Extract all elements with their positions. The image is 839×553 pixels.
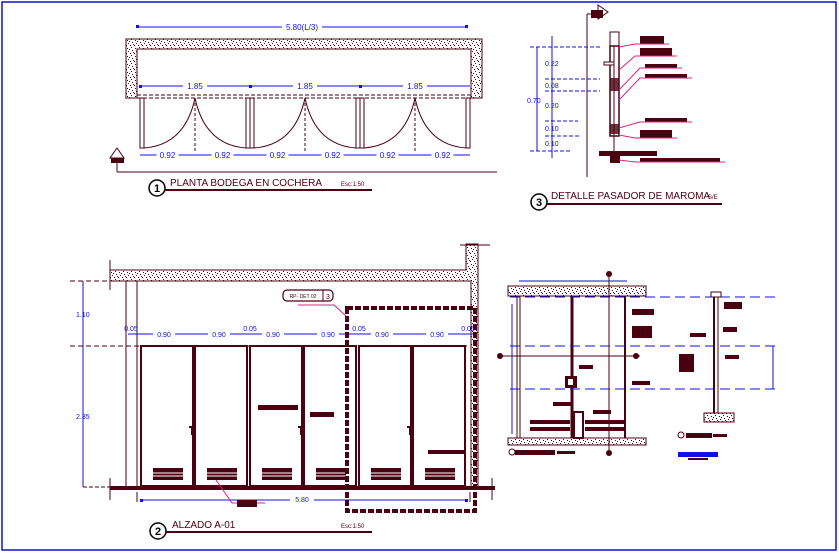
door-swing-arc: [194, 97, 247, 149]
handle-icon: [189, 426, 195, 435]
door-panel: [412, 345, 466, 487]
drawing-title: PLANTA BODEGA EN COCHERA: [170, 178, 322, 189]
height-dim-upper: 1.10: [76, 312, 90, 319]
door-jamb: [359, 97, 365, 149]
vent-grille: [371, 468, 401, 480]
leaf-dim-label: 0.92: [380, 151, 396, 160]
door-panel: [358, 345, 412, 487]
total-dim-label: 0.70: [527, 98, 541, 105]
callout-num: 3: [326, 294, 330, 301]
leaf-dim-label: 0.92: [270, 151, 286, 160]
module-dim-label: 0.90: [375, 332, 389, 339]
segment-dim-label: 0.10: [545, 126, 559, 133]
leader-line: [618, 67, 682, 91]
drawing-3-detail: 0.70 0.22 0.08 0.20 0.10 0.10 3 DETALLE PASA…: [527, 4, 725, 211]
annotation-tag: [428, 450, 466, 454]
annotation-tag: [310, 412, 334, 417]
door-jamb: [355, 97, 361, 149]
segment-dim-label: 0.08: [545, 83, 559, 90]
vent-grille: [425, 468, 455, 480]
drawing-scale: S/E: [708, 195, 718, 201]
drawing-side-section: [677, 291, 742, 460]
door-swing-arc: [304, 97, 357, 149]
vent-grille: [153, 468, 183, 480]
segment-dim-label: 0.20: [545, 103, 559, 110]
annotation-tag: [645, 118, 687, 122]
leaf-dim-label: 0.92: [325, 151, 341, 160]
module-dim-label: 0.90: [430, 332, 444, 339]
bay-dim-label: 1.85: [297, 82, 313, 91]
annotation-tag: [640, 158, 720, 162]
vent-grille: [316, 468, 346, 480]
drawing-title: ALZADO A-01: [172, 520, 236, 531]
overall-dim-label: 5.80: [295, 497, 309, 504]
leader-line: [618, 159, 725, 163]
door-jamb: [249, 97, 255, 149]
leader-line: [618, 77, 692, 101]
drawing-2-elevation: 1.10 2.35 0.05 0.90 0.90 0.05 0.90 0.90 0.05 0.…: [70, 243, 495, 540]
segment-dim-label: 0.10: [545, 141, 559, 148]
door-panel: [140, 345, 194, 487]
bay-dim-label: 1.85: [187, 82, 203, 91]
door-jamb: [245, 97, 251, 149]
door-swing-arc: [253, 97, 306, 149]
section-marker-icon: [109, 147, 497, 173]
module-dim-label: 0.90: [321, 332, 335, 339]
annotation-tag: [640, 48, 672, 56]
leader-line: [618, 134, 677, 139]
segment-dim-label: 0.22: [545, 61, 559, 68]
drawing-number: 3: [536, 197, 542, 209]
leaf-dim-label: 0.92: [215, 151, 231, 160]
module-dim-label: 0.05: [243, 326, 257, 333]
module-dim-label: 0.90: [266, 332, 280, 339]
module-dim-label: 0.05: [461, 326, 475, 333]
annotation-tag: [645, 74, 687, 78]
leaf-dim-label: 0.92: [160, 151, 176, 160]
bay-dim-label: 1.85: [407, 82, 423, 91]
module-dim-label: 0.05: [124, 326, 138, 333]
floor-line: [110, 486, 495, 490]
door-panel: [249, 345, 303, 487]
drawing-1-plan: 5.80(L/3) 1.85 1.85 1.85 0.92 0.92 0.92 0.92 0…: [109, 21, 497, 197]
vent-grille: [262, 468, 292, 480]
height-dim-lower: 2.35: [76, 414, 90, 421]
drawing-number: 2: [155, 526, 161, 538]
leader-line: [618, 55, 677, 71]
drawing-side-elevation: [497, 271, 775, 456]
leaf-dim-label: 0.92: [435, 151, 451, 160]
module-dim-label: 0.90: [157, 332, 171, 339]
vent-grille: [207, 468, 237, 480]
annotation-tag: [258, 405, 298, 410]
leader-line: [618, 43, 669, 48]
annotation-tag: [640, 130, 672, 138]
door-jamb: [465, 97, 471, 149]
detail-boundary: [345, 306, 477, 513]
overall-dim-label: 5.80(L/3): [286, 23, 318, 32]
door-swing-arc: [363, 97, 416, 149]
drawing-number-circle: [148, 179, 166, 197]
concrete-slab: [109, 243, 479, 488]
door-swing-arc: [414, 97, 467, 149]
concrete-wall: [125, 38, 483, 99]
door-swing-arc: [143, 97, 196, 149]
detail-callout[interactable]: RP- DET 02 3: [282, 289, 347, 317]
drawing-scale: Esc:1:50: [341, 524, 365, 530]
leader-line: [618, 121, 692, 129]
module-dim-label: 0.90: [212, 332, 226, 339]
drawing-number-circle: [530, 193, 548, 211]
handle-icon: [407, 426, 413, 435]
door-jamb: [139, 97, 145, 149]
handle-icon: [298, 426, 304, 435]
door-panel: [194, 345, 248, 487]
drawing-number: 1: [154, 183, 160, 195]
annotation-tag: [645, 64, 677, 68]
annotation-tag: [640, 36, 664, 44]
callout-ref: RP- DET 02: [290, 294, 317, 300]
module-dim-label: 0.05: [352, 326, 366, 333]
drawing-scale: Esc:1:50: [341, 182, 365, 188]
drawing-title: DETALLE PASADOR DE MAROMA: [551, 191, 710, 202]
